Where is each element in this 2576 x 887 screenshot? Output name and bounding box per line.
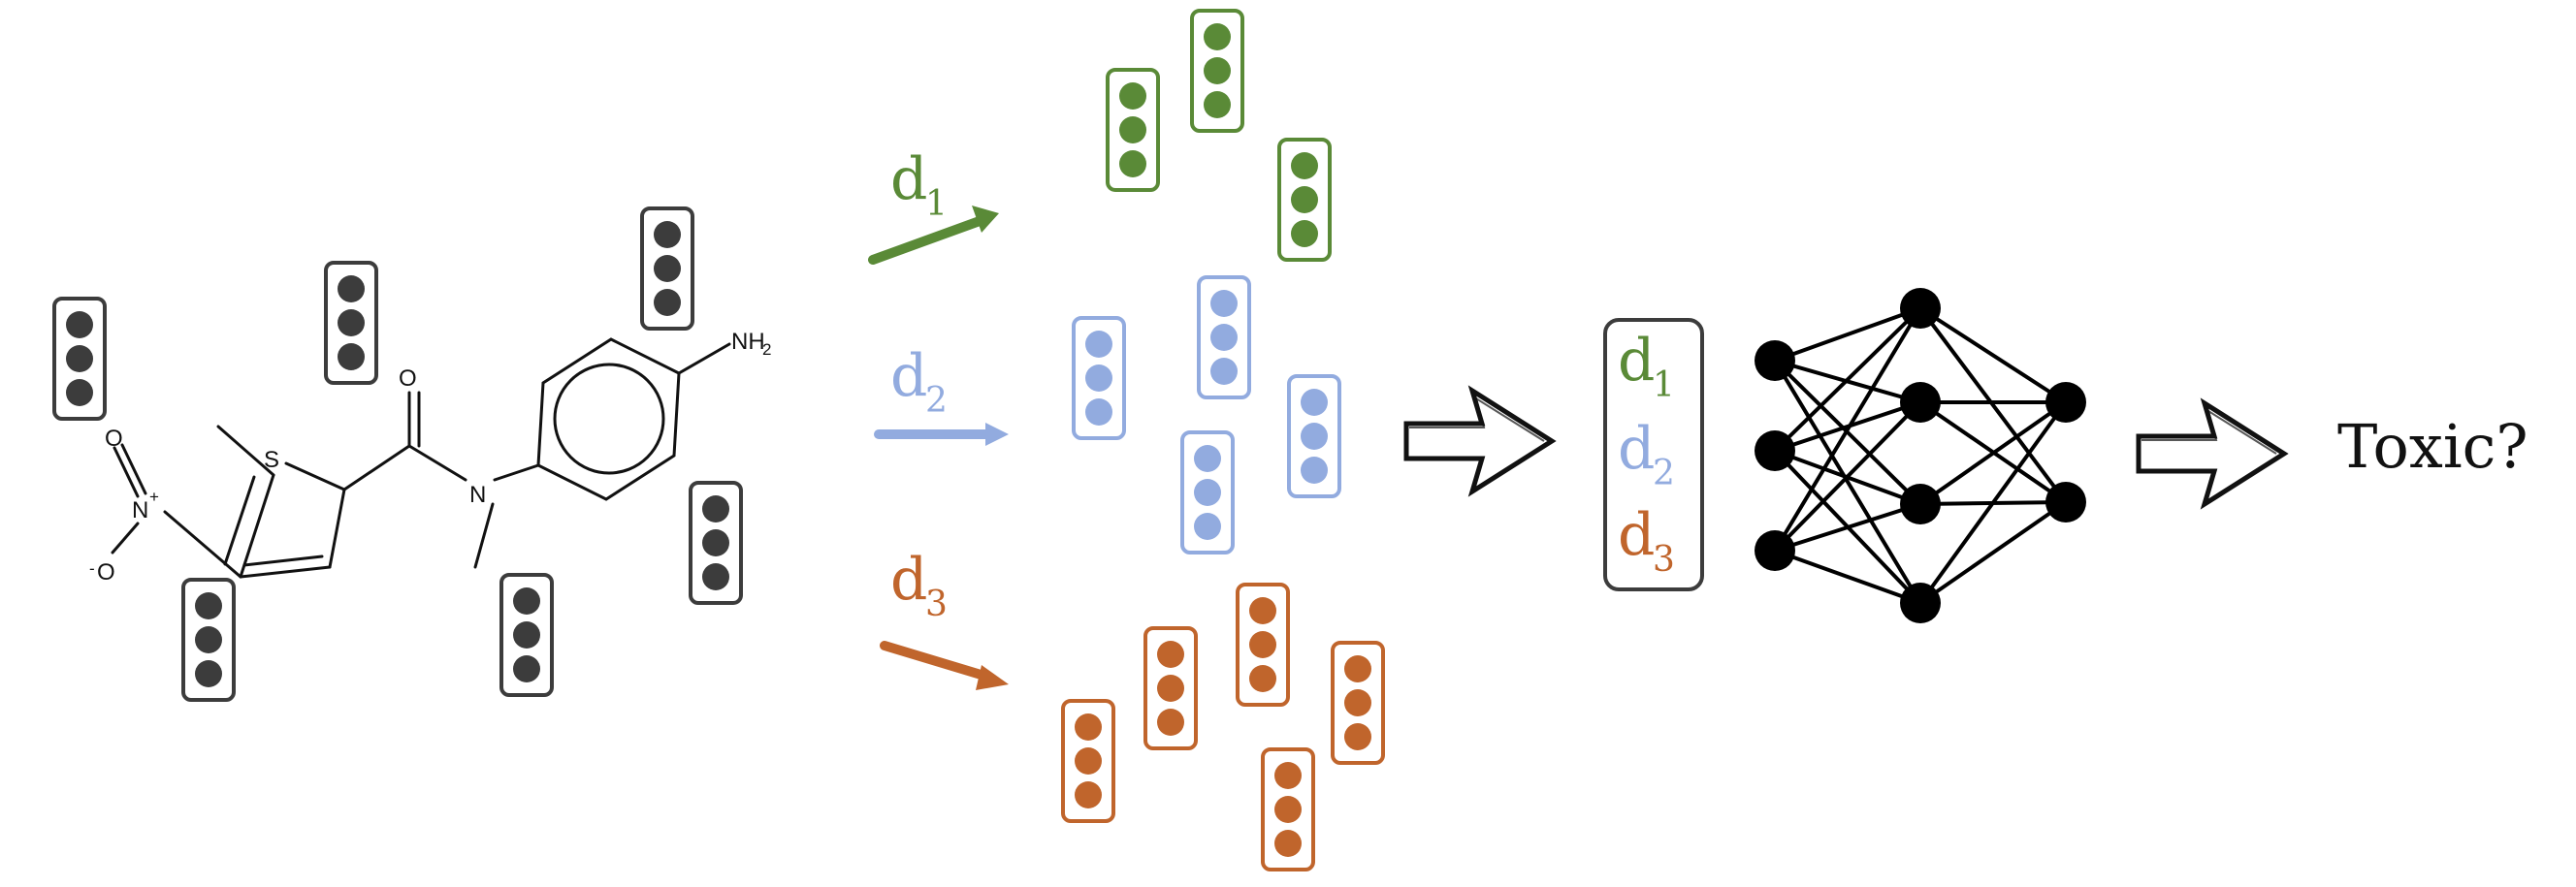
- atom-amine-subscript: 2: [762, 340, 771, 359]
- vector-icon: [640, 206, 694, 331]
- network-edge: [1773, 359, 1922, 605]
- distance-d2: d 2: [874, 342, 1009, 446]
- combined-d2-subscript: 2: [1653, 454, 1675, 493]
- d2-letter: d: [890, 342, 927, 410]
- atom-amine: NH: [731, 329, 765, 355]
- combined-d2-letter: d: [1618, 415, 1655, 483]
- atom-nitrogen-nitro: N: [132, 497, 148, 523]
- arrow-icon: [1406, 391, 1552, 491]
- network-node: [1755, 430, 1795, 471]
- vector-icon: [1197, 275, 1251, 399]
- atom-charge-plus: +: [149, 488, 159, 506]
- arrow-icon: [2139, 403, 2284, 504]
- combined-d3-letter: d: [1618, 501, 1655, 569]
- atom-oxygen: O: [399, 365, 417, 392]
- d3-letter: d: [890, 546, 927, 614]
- vector-icon: [1287, 374, 1341, 498]
- neural-network-icon: [1755, 288, 2086, 623]
- network-edge: [1918, 306, 2068, 504]
- vector-icon: [689, 481, 743, 605]
- network-edge: [1773, 306, 1922, 453]
- cluster-d1: [1106, 9, 1332, 262]
- vector-icon: [1331, 641, 1385, 765]
- vector-icon: [1106, 68, 1160, 192]
- vector-icon: [324, 261, 378, 385]
- molecule-structure: [111, 337, 731, 579]
- combined-d1-letter: d: [1618, 327, 1655, 395]
- atom-sulfur: S: [264, 447, 279, 473]
- vector-icon: [1190, 9, 1244, 133]
- distance-d1: d 1: [868, 145, 999, 265]
- vector-icon: [1072, 316, 1126, 440]
- network-edge: [1774, 549, 1921, 605]
- network-edge: [1918, 306, 2068, 404]
- d1-subscript: 1: [925, 184, 948, 224]
- vector-icon: [1061, 699, 1115, 823]
- combined-vector: d 1 d 2 d 3: [1603, 318, 1704, 591]
- network-edge: [1918, 400, 2068, 506]
- vector-icon: [1143, 626, 1198, 750]
- vector-icon: [499, 573, 554, 697]
- network-edge: [1773, 306, 1922, 553]
- output-label: Toxic?: [2337, 411, 2528, 482]
- distance-d3: d 3: [880, 546, 1009, 690]
- cluster-d2: [1072, 275, 1341, 554]
- atom-oxygen-nitro-bottom: O: [97, 559, 115, 586]
- network-node: [1755, 530, 1795, 571]
- network-edge: [1773, 400, 1922, 553]
- combined-d1-subscript: 1: [1653, 365, 1675, 405]
- network-edge: [1774, 502, 1921, 553]
- atom-charge-minus: -: [89, 559, 95, 578]
- network-node: [1900, 382, 1941, 423]
- combined-d3-subscript: 3: [1653, 540, 1675, 580]
- d2-subscript: 2: [925, 381, 948, 421]
- d3-subscript: 3: [925, 585, 948, 624]
- cluster-d3: [1061, 583, 1385, 871]
- vector-icon: [1180, 430, 1235, 554]
- network-node: [2045, 382, 2086, 423]
- vector-icon: [1261, 747, 1315, 871]
- network-node: [1755, 340, 1795, 381]
- atom-nitrogen-amide: N: [469, 482, 486, 508]
- network-edge: [1918, 400, 2068, 605]
- vector-icon: [52, 297, 107, 421]
- network-node: [2045, 482, 2086, 523]
- d1-letter: d: [890, 145, 927, 213]
- vector-icon: [1236, 583, 1290, 707]
- network-node: [1900, 484, 1941, 524]
- atom-oxygen-nitro-top: O: [105, 426, 123, 452]
- network-node: [1900, 583, 1941, 623]
- network-node: [1900, 288, 1941, 329]
- vector-icon: [181, 578, 236, 702]
- network-edge: [1918, 500, 2068, 605]
- network-edge: [1774, 306, 1921, 363]
- vector-icon: [1277, 138, 1332, 262]
